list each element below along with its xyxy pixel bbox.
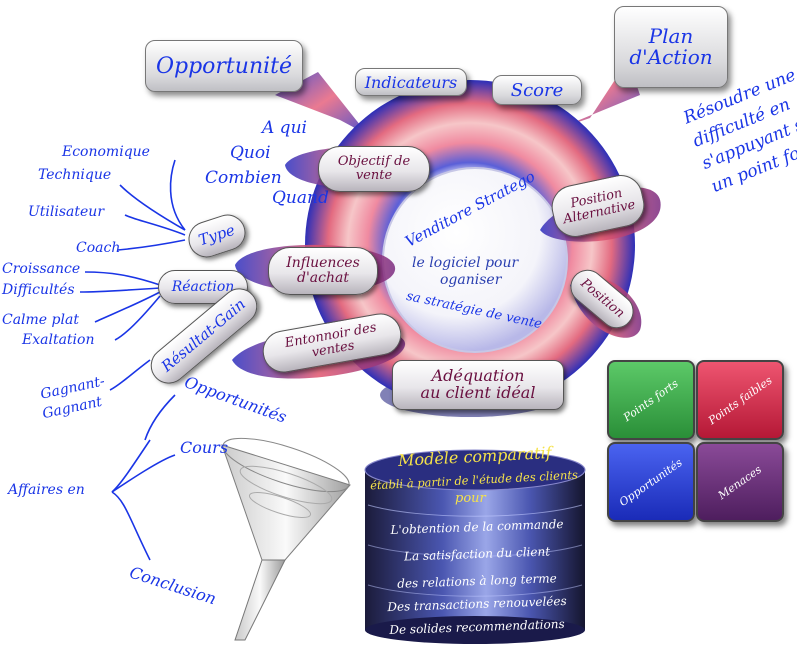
label-coach: Coach: [76, 240, 121, 256]
score-box[interactable]: Score: [492, 75, 582, 105]
label-calme-plat: Calme plat: [2, 312, 79, 328]
label-difficultes: Difficultés: [2, 282, 75, 298]
swot-opportunites[interactable]: Opportunités: [607, 442, 695, 522]
influences-line2: d'achat: [297, 270, 349, 286]
adequation-pill[interactable]: Adéquation au client idéal: [392, 360, 564, 410]
label-croissance: Croissance: [2, 261, 81, 277]
comparative-cylinder: [364, 449, 586, 644]
label-cours: Cours: [180, 438, 229, 457]
label-utilisateur: Utilisateur: [28, 204, 105, 220]
question-combien: Combien: [205, 168, 282, 188]
plan-action-line1: Plan: [648, 24, 694, 48]
label-economique: Economique: [62, 144, 150, 160]
funnel-graphic: [221, 437, 351, 641]
swot-forts-label: Points forts: [621, 376, 681, 424]
question-quand: Quand: [272, 188, 329, 208]
question-quoi: Quoi: [230, 143, 271, 163]
swot-menaces-label: Menaces: [715, 462, 765, 502]
swot-points-faibles[interactable]: Points faibles: [696, 360, 784, 440]
objectif-vente-pill[interactable]: Objectif de vente: [318, 146, 430, 192]
plan-action-line2: d'Action: [629, 45, 713, 69]
left-branch-arrows: [79, 159, 186, 561]
label-technique: Technique: [38, 167, 112, 183]
influences-line1: Influences: [286, 255, 360, 272]
influences-achat-pill[interactable]: Influences d'achat: [268, 247, 378, 295]
adequation-line1: Adéquation: [431, 366, 525, 386]
swot-points-forts[interactable]: Points forts: [607, 360, 695, 440]
swot-faibles-label: Points faibles: [705, 373, 775, 427]
cylinder-pour: pour: [455, 491, 486, 506]
label-affaires-en: Affaires en: [8, 482, 85, 498]
question-a-qui: A qui: [262, 118, 307, 138]
objectif-line2: vente: [355, 168, 393, 183]
center-line1: le logiciel pour: [412, 255, 519, 271]
swot-menaces[interactable]: Menaces: [696, 442, 784, 522]
adequation-line2: au client idéal: [420, 383, 536, 402]
objectif-line1: Objectif de: [337, 154, 411, 170]
indicateurs-box[interactable]: Indicateurs: [355, 68, 467, 96]
label-exaltation: Exaltation: [22, 332, 95, 348]
center-line2: oganiser: [440, 272, 502, 288]
opportunite-box[interactable]: Opportunité: [145, 40, 303, 92]
swot-opportunites-label: Opportunités: [617, 455, 685, 509]
plan-action-box[interactable]: Plan d'Action: [614, 6, 728, 88]
